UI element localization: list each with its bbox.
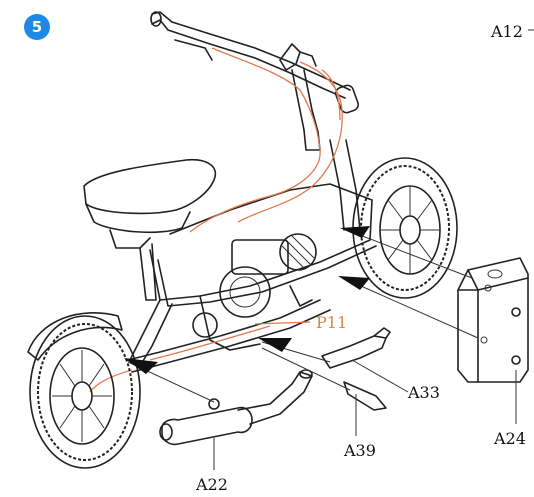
step-number: 5: [32, 18, 42, 36]
label-a22: A22: [195, 475, 228, 494]
battery-box: [457, 257, 529, 424]
label-p11-leader: [254, 321, 311, 325]
step-badge-circle: [24, 14, 50, 40]
foot-peg-a33: [321, 327, 409, 393]
rear-wheel: [27, 312, 141, 469]
motor: [192, 233, 317, 338]
label-a12: A12: [490, 22, 523, 41]
assembly-arrows: [124, 226, 479, 403]
kickstand-a39: [343, 381, 387, 436]
seat: [83, 158, 217, 301]
label-a39: A39: [343, 441, 376, 460]
wiring: [89, 47, 343, 393]
muffler-a22: [159, 369, 313, 470]
step-badge: 5: [24, 14, 50, 40]
label-a33: A33: [407, 383, 440, 402]
label-a33-leader: [351, 359, 409, 393]
label-a24: A24: [493, 429, 526, 448]
label-p11: P11: [316, 313, 347, 332]
frame: [127, 139, 377, 373]
